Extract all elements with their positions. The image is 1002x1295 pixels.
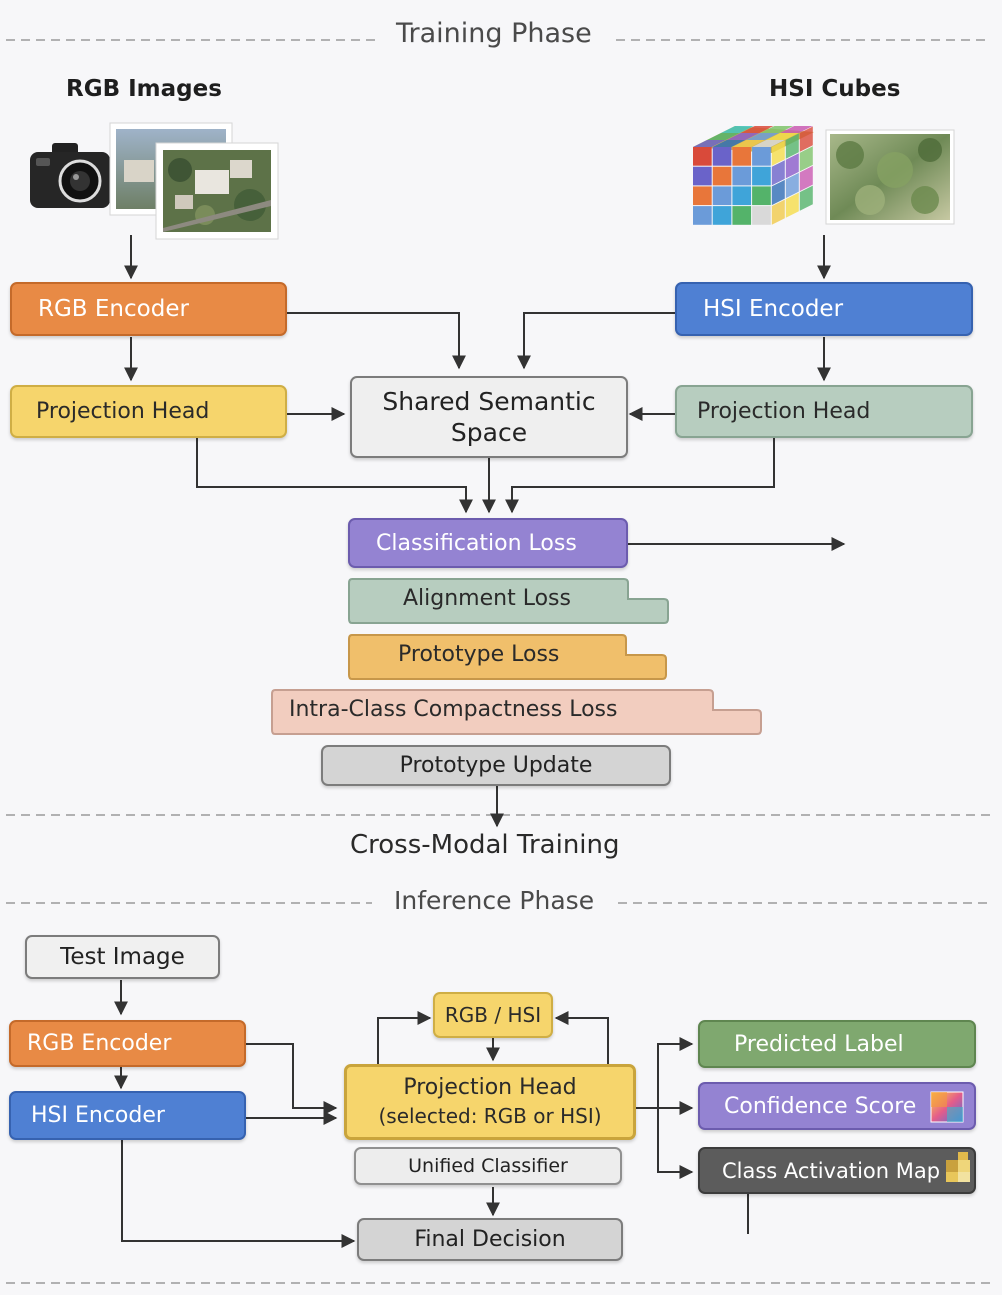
cube-top-cell xyxy=(707,133,740,140)
inference-connectors xyxy=(114,980,749,1248)
rgb-projection-head-label: Projection Head xyxy=(36,399,210,424)
cube-top-cell xyxy=(740,126,774,133)
classification-loss-block: Classification Loss xyxy=(348,518,628,568)
shared-space-line1: Shared Semantic xyxy=(382,387,596,416)
rgb-images-label: RGB Images xyxy=(66,76,222,102)
cube-side-cell xyxy=(799,146,813,172)
alignment-loss-label: Alignment Loss xyxy=(403,586,571,611)
prototype-loss-shape xyxy=(348,634,667,680)
prototype-update-block: Prototype Update xyxy=(321,745,671,786)
cube-side-cell xyxy=(785,133,799,159)
cube-top-cell xyxy=(760,126,794,133)
hsi-encoder-label: HSI Encoder xyxy=(703,296,844,322)
vegetation-photo-icon xyxy=(825,129,955,225)
training-connectors xyxy=(124,235,846,828)
cube-top-cell xyxy=(766,133,799,140)
cube-top-cell xyxy=(693,140,726,147)
aerial-photo-icon xyxy=(109,122,279,240)
cube-front-cell xyxy=(732,147,752,166)
cube-top-cell xyxy=(746,133,780,140)
cube-front-cell xyxy=(752,186,771,206)
cube-front-cell xyxy=(732,186,752,206)
cube-top-cell xyxy=(780,126,813,133)
cube-front-cell xyxy=(712,147,732,166)
cube-front-cell xyxy=(693,147,712,166)
confidence-score-label: Confidence Score xyxy=(724,1093,917,1119)
inference-hsi-encoder-block: HSI Encoder xyxy=(9,1091,246,1140)
cube-top-cell xyxy=(732,140,766,147)
confidence-score-block: Confidence Score xyxy=(698,1082,976,1130)
inference-rgb-encoder-label: RGB Encoder xyxy=(27,1031,172,1056)
alignment-loss-block: Alignment Loss xyxy=(348,577,670,625)
hsi-cubes-label: HSI Cubes xyxy=(769,76,901,102)
unified-classifier-label: Unified Classifier xyxy=(408,1155,568,1177)
cube-side-cell xyxy=(771,160,785,186)
final-decision-block: Final Decision xyxy=(357,1218,623,1261)
cube-side-cell xyxy=(799,165,813,192)
cube-side-cell xyxy=(771,179,785,206)
class-activation-map-label: Class Activation Map xyxy=(722,1158,941,1183)
test-image-block: Test Image xyxy=(25,935,220,979)
compactness-loss-label: Intra-Class Compactness Loss xyxy=(289,697,618,722)
cube-front-cell xyxy=(693,206,712,225)
hsi-encoder-block: HSI Encoder xyxy=(675,282,973,336)
cube-front-cell xyxy=(712,186,732,206)
hsi-projection-head-label: Projection Head xyxy=(697,399,871,424)
cube-top-cell xyxy=(726,133,760,140)
cube-front-cell xyxy=(752,166,771,186)
cube-front-cell xyxy=(732,166,752,186)
compactness-loss-block: Intra-Class Compactness Loss xyxy=(271,688,765,736)
cube-front-cell xyxy=(732,206,752,225)
cube-front-cell xyxy=(752,206,771,225)
rgb-hsi-selector-label: RGB / HSI xyxy=(444,1003,542,1027)
prototype-loss-label: Prototype Loss xyxy=(398,642,560,667)
inference-rgb-encoder-block: RGB Encoder xyxy=(9,1020,246,1067)
inference-projection-head-line1: Projection Head xyxy=(403,1075,577,1100)
prototype-update-label: Prototype Update xyxy=(399,753,593,778)
cube-side-cell xyxy=(771,199,785,225)
compactness-loss-shape xyxy=(271,689,762,735)
cross-modal-training-label: Cross-Modal Training xyxy=(350,830,620,860)
cube-front-cell xyxy=(693,186,712,206)
cube-side-cell xyxy=(799,126,813,152)
rgb-encoder-label: RGB Encoder xyxy=(38,296,189,322)
prototype-loss-block: Prototype Loss xyxy=(348,633,670,681)
inference-projection-head-line2: (selected: RGB or HSI) xyxy=(378,1104,602,1128)
cube-top-cell xyxy=(752,140,785,147)
cube-front-cell xyxy=(712,206,732,225)
rgb-hsi-selector-block: RGB / HSI xyxy=(433,992,553,1038)
cube-top-cell xyxy=(721,126,754,133)
cube-side-cell xyxy=(785,192,799,218)
rgb-projection-head-block: Projection Head xyxy=(10,385,287,438)
phase-separators xyxy=(6,39,990,1284)
cube-top-cell xyxy=(712,140,746,147)
camera-icon xyxy=(30,143,110,208)
unified-classifier-block: Unified Classifier xyxy=(354,1147,622,1185)
rgb-encoder-block: RGB Encoder xyxy=(10,282,287,336)
alignment-loss-shape xyxy=(348,578,669,624)
final-decision-label: Final Decision xyxy=(414,1227,566,1252)
inference-projection-head-block: Projection Head (selected: RGB or HSI) xyxy=(344,1064,636,1140)
predicted-label-label: Predicted Label xyxy=(734,1031,904,1057)
hyperspectral-cube-icon xyxy=(693,126,814,225)
cube-front-cell xyxy=(712,166,732,186)
cube-side-cell xyxy=(785,153,799,179)
shared-semantic-space-block: Shared Semantic Space xyxy=(350,376,628,458)
hsi-projection-head-block: Projection Head xyxy=(675,385,973,438)
classification-loss-label: Classification Loss xyxy=(376,530,577,556)
test-image-label: Test Image xyxy=(60,944,185,970)
class-activation-map-block: Class Activation Map xyxy=(698,1147,976,1194)
cube-side-cell xyxy=(799,185,813,211)
cube-side-cell xyxy=(771,140,785,166)
inference-phase-title: Inference Phase xyxy=(380,886,609,915)
shared-space-line2: Space xyxy=(450,418,528,447)
predicted-label-block: Predicted Label xyxy=(698,1020,976,1068)
cube-side-cell xyxy=(785,172,799,199)
cube-front-cell xyxy=(752,147,771,166)
inference-hsi-encoder-label: HSI Encoder xyxy=(31,1103,165,1128)
cube-front-cell xyxy=(693,166,712,186)
training-phase-title: Training Phase xyxy=(382,18,606,49)
